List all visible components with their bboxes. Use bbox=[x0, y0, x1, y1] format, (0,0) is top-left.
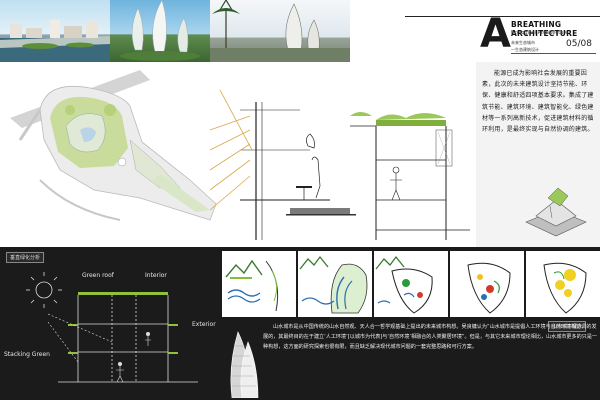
concept-card-4 bbox=[450, 251, 524, 317]
title-cn-line-2: 一生态建筑设计 bbox=[511, 47, 539, 52]
render-scene-2 bbox=[120, 0, 200, 61]
label-vertical-greening: 垂直绿化分析 bbox=[6, 252, 45, 263]
tower-sketch bbox=[230, 331, 259, 398]
site-plan bbox=[10, 70, 217, 221]
label-green-roof: Green roof bbox=[82, 272, 114, 279]
label-exterior: Exterior bbox=[192, 321, 216, 328]
render-image-3 bbox=[210, 0, 350, 62]
concept-card-2 bbox=[298, 251, 372, 317]
label-interior: Interior bbox=[145, 272, 167, 279]
concept-sketch-4 bbox=[467, 262, 511, 314]
concept-sketch-3 bbox=[375, 255, 433, 314]
concept-card-3 bbox=[374, 251, 448, 317]
title-underline bbox=[511, 53, 596, 54]
vertical-greening-diagram bbox=[26, 272, 198, 383]
concept-sketch-1 bbox=[225, 259, 279, 312]
concept-sketch-2 bbox=[299, 255, 368, 314]
title-subtitle: Ecological Architecture bbox=[511, 30, 569, 36]
label-stacking-green: Stacking Green bbox=[4, 351, 50, 358]
title-letter: A bbox=[480, 11, 511, 57]
title-main: BREATHING ARCHITECTURE bbox=[511, 20, 578, 38]
concept-card-5 bbox=[526, 251, 600, 317]
concept-card-1 bbox=[222, 251, 296, 317]
mountain-water-paragraph: 山水城市是从中国传统的山水自然观、天人合一哲学观基础上提出的未来城市构想。吴良镛… bbox=[263, 324, 598, 350]
building-section-drawing bbox=[209, 90, 470, 240]
roof-detail-sketch bbox=[525, 187, 587, 237]
intro-paragraph: 能源已成为影响社会发展的重要因素，此次的未来建筑设计坚持节能、环保、健康和舒适四… bbox=[482, 70, 594, 134]
title-rule bbox=[405, 16, 600, 17]
concept-sketch-5 bbox=[543, 262, 587, 314]
render-scene-3 bbox=[210, 0, 350, 62]
label-mountain-water-city: 山水城市理念 bbox=[548, 321, 587, 332]
render-image-2 bbox=[110, 0, 210, 62]
title-cn-line-1: 未来生态城市 bbox=[511, 40, 535, 45]
render-scene-1 bbox=[0, 20, 110, 62]
page-number: 05/08 bbox=[566, 39, 592, 49]
render-image-1 bbox=[0, 0, 110, 62]
